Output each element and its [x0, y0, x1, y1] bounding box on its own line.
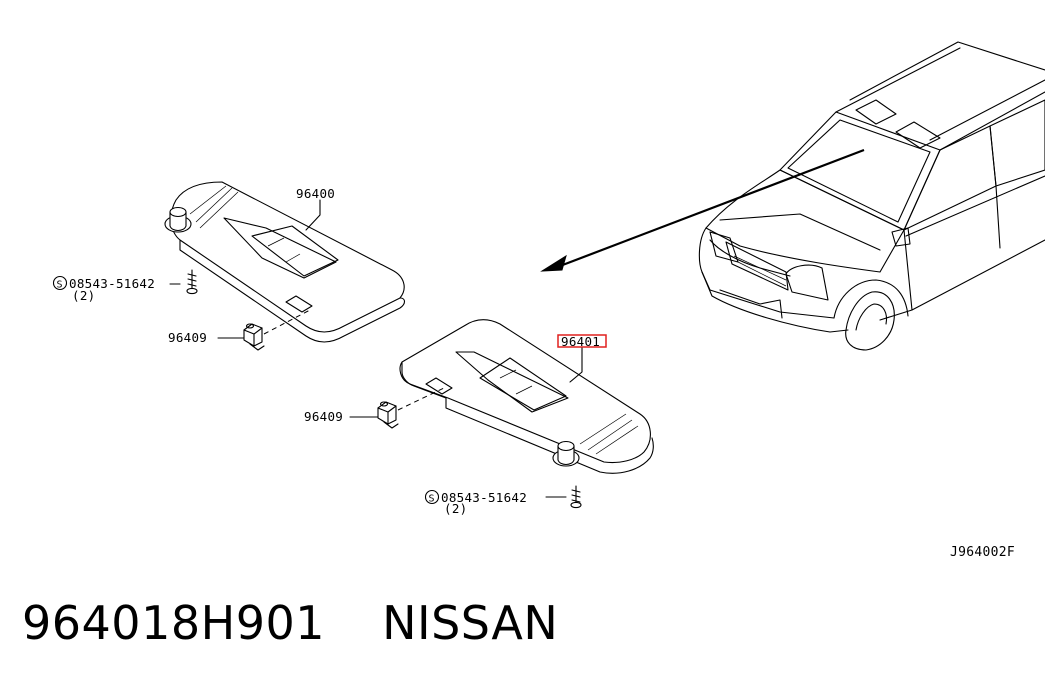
sun-visor-left: [164, 181, 406, 343]
screw-left: [169, 269, 198, 295]
label-clip-left: 96409: [168, 330, 207, 345]
label-screw-left: 08543-51642: [69, 276, 155, 291]
screw-symbol-right: [424, 489, 440, 505]
clip-right: [377, 401, 399, 429]
pointer-arrow: [540, 148, 865, 272]
part-number: 964018H901: [22, 596, 325, 650]
parts-diagram: 96400 S 08543-51642 (2) 96409: [52, 41, 1045, 560]
clip-left: [243, 323, 265, 351]
leader-96401: [569, 347, 583, 383]
label-screw-left-qty: (2): [72, 288, 95, 303]
screw-right: [570, 485, 582, 509]
vehicle-outline: [698, 41, 1045, 351]
sun-visor-right: [399, 319, 654, 474]
screw-symbol-left-text: S: [57, 280, 63, 291]
screw-symbol-left: [52, 275, 68, 291]
leader-96400: [305, 199, 321, 231]
label-screw-right: 08543-51642: [441, 490, 527, 505]
highlight-box-96401: [557, 334, 607, 348]
label-screw-right-qty: (2): [444, 501, 467, 516]
label-clip-right: 96409: [304, 409, 343, 424]
label-96401: 96401: [561, 334, 600, 349]
label-96400: 96400: [296, 186, 335, 201]
screw-symbol-right-text: S: [429, 494, 435, 505]
part-footer: 964018H901 NISSAN: [22, 596, 558, 650]
brand-name: NISSAN: [382, 596, 559, 650]
drawing-code: J964002F: [950, 545, 1015, 560]
